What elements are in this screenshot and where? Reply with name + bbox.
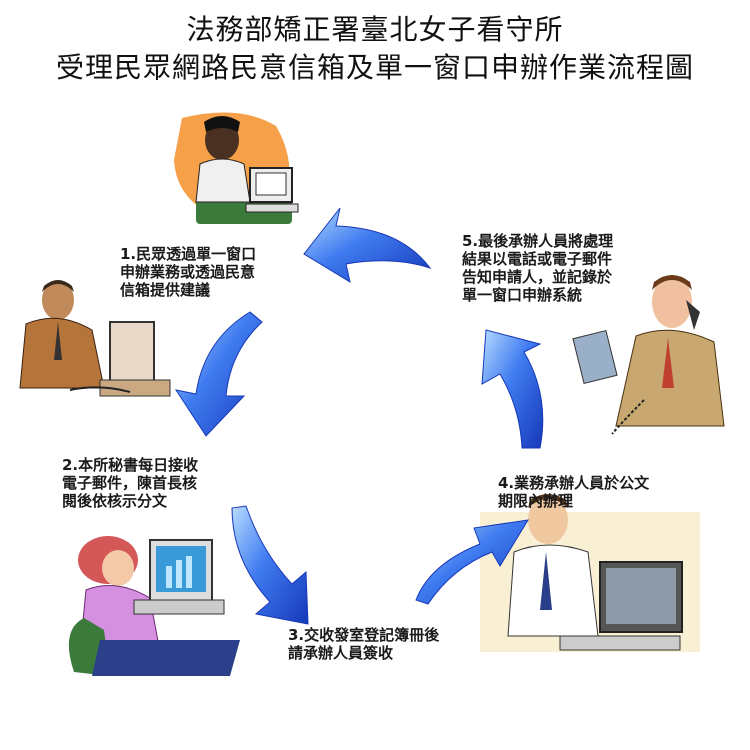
step-2-label: 2.本所秘書每日接收 電子郵件，陳首長核 閱後依核示分文 [62,456,199,510]
step-1-label: 1.民眾透過單一窗口 申辦業務或透過民意 信箱提供建議 [120,245,257,299]
man-on-phone-icon [572,275,725,435]
arrow-step3-to-step4 [415,519,529,605]
arrow-step1-to-step2 [174,311,263,437]
diagram-title-line1: 法務部矯正署臺北女子看守所 [186,13,564,46]
arrow-step2-to-step3 [231,505,309,625]
arrow-step4-to-step5 [481,329,544,449]
man-typing-icon [480,494,700,652]
person-at-computer-icon [174,112,299,224]
arrow-step5-to-step1 [303,207,432,284]
businessman-at-desk-icon [19,280,171,397]
diagram-title-line2: 受理民眾網路民意信箱及單一窗口申辦作業流程圖 [55,51,694,84]
step-5-label: 5.最後承辦人員將處理 結果以電話或電子郵件 告知申請人，並記錄於 單一窗口申辦… [462,232,614,304]
step-3-label: 3.交收發室登記簿冊後 請承辦人員簽收 [288,626,440,662]
woman-at-computer-icon [68,536,240,676]
step-4-label: 4.業務承辦人員於公文 期限內辦理 [498,474,650,510]
